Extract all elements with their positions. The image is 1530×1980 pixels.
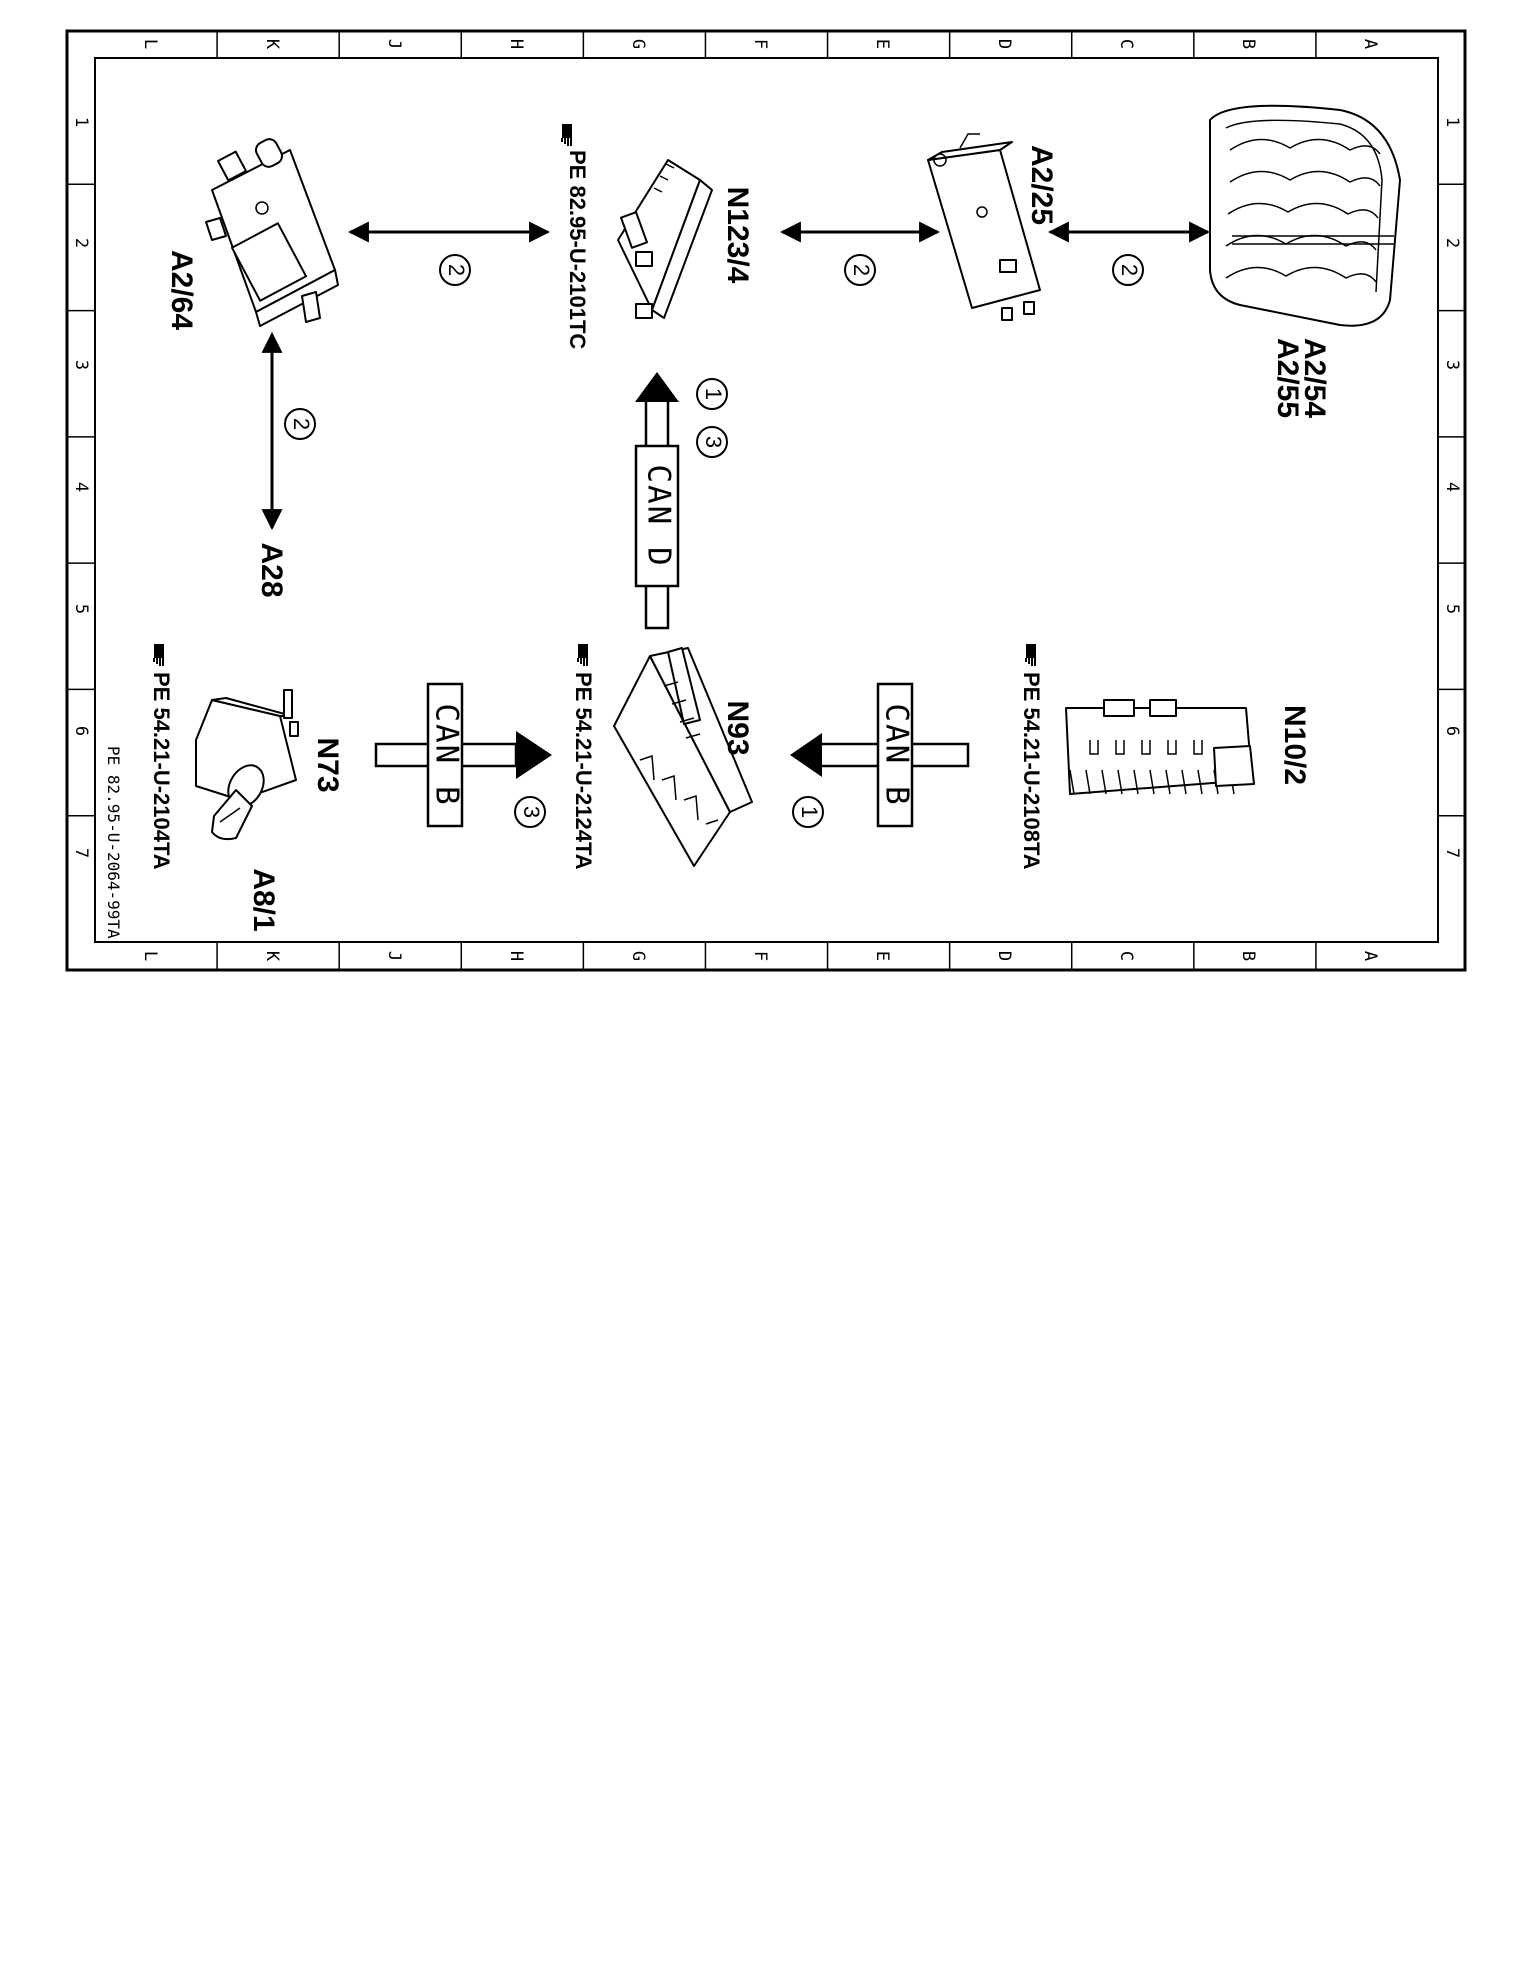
- component-n123-4: [617, 159, 713, 319]
- reference-n93: PE 54.21-U-2124TA: [571, 643, 596, 870]
- reference-n73: PE 54.21-U-2104TA: [149, 643, 174, 870]
- component-a2-25: [927, 133, 1041, 321]
- marker-2-text: 2: [1117, 264, 1142, 276]
- marker-3-text: 3: [701, 436, 726, 448]
- marker-3-a: 3: [696, 426, 728, 458]
- grid-row-label: 4: [71, 482, 91, 492]
- grid-col-label: E: [872, 951, 892, 961]
- grid-col-label: L: [140, 39, 160, 49]
- marker-2-a: 2: [439, 254, 471, 286]
- grid-col-label: C: [1116, 951, 1136, 961]
- pointing-hand-reference-icon: [1025, 643, 1037, 667]
- grid-row-label: 3: [71, 360, 91, 370]
- grid-col-label: H: [506, 39, 526, 49]
- grid-row-label: 6: [71, 726, 91, 736]
- grid-col-label: E: [872, 39, 892, 49]
- grid-row-label: 3: [1442, 360, 1462, 370]
- grid-column-labels-bottom: L K J H G F E D C B A: [140, 951, 1380, 962]
- marker-1-text: 1: [797, 806, 822, 818]
- marker-1-b: 1: [792, 796, 824, 828]
- drawing-frame: [65, 29, 1467, 972]
- can-b-label-right: CAN B: [879, 703, 915, 806]
- grid-row-label: 1: [1442, 117, 1462, 127]
- component-a2-64: [205, 138, 339, 327]
- grid-row-label: 2: [71, 238, 91, 248]
- grid-row-labels-left: 1 2 3 4 5 6 7: [71, 117, 91, 858]
- label-a2-54: A2/54: [1298, 338, 1331, 418]
- component-a2-54-55: [1209, 104, 1401, 327]
- grid-col-label: D: [994, 39, 1014, 49]
- component-n73: [195, 689, 299, 801]
- marker-2-text: 2: [289, 418, 314, 430]
- grid-col-label: G: [628, 951, 648, 961]
- label-n123-4: N123/4: [721, 187, 754, 284]
- marker-1-a: 1: [696, 378, 728, 410]
- grid-col-label: C: [1116, 39, 1136, 49]
- reference-n10-2: PE 54.21-U-2108TA: [1019, 643, 1044, 870]
- marker-2-text: 2: [444, 264, 469, 276]
- grid-col-label: B: [1238, 39, 1258, 49]
- grid-col-label: K: [262, 39, 282, 50]
- can-d-bus: [634, 372, 680, 630]
- grid-col-label: A: [1360, 39, 1380, 49]
- document-id: PE 82.95-U-2064-99TA: [104, 746, 123, 939]
- reference-n123-4: PE 82.95-U-2101TC: [561, 123, 590, 349]
- marker-2-text: 2: [849, 264, 874, 276]
- marker-3-b: 3: [514, 796, 546, 828]
- grid-col-label: F: [750, 951, 770, 961]
- component-n93: [613, 647, 753, 867]
- label-n73: N73: [311, 737, 344, 792]
- can-d-label: CAN D: [641, 464, 677, 567]
- label-a2-55: A2/55: [1271, 338, 1304, 418]
- component-a8-1: [211, 764, 265, 841]
- grid-col-label: J: [384, 39, 404, 49]
- marker-2-d: 2: [284, 408, 316, 440]
- grid-column-labels-top: L K J H G F E D C B A: [140, 39, 1380, 50]
- grid-col-label: A: [1360, 951, 1380, 961]
- pointing-hand-reference-icon: [561, 123, 573, 147]
- grid-row-label: 7: [71, 848, 91, 858]
- reference-n10-2-text: PE 54.21-U-2108TA: [1019, 672, 1044, 870]
- grid-row-label: 4: [1442, 482, 1462, 492]
- grid-row-label: 6: [1442, 726, 1462, 736]
- reference-n73-text: PE 54.21-U-2104TA: [149, 672, 174, 870]
- grid-col-label: H: [506, 951, 526, 961]
- grid-row-label: 5: [1442, 604, 1462, 614]
- label-n93: N93: [721, 700, 754, 755]
- reference-n93-text: PE 54.21-U-2124TA: [571, 672, 596, 870]
- label-n10-2: N10/2: [1278, 705, 1311, 785]
- label-a28: A28: [255, 542, 288, 597]
- grid-col-label: B: [1238, 951, 1258, 961]
- can-b-bus-n10-2: [790, 682, 970, 828]
- label-a2-25: A2/25: [1025, 145, 1058, 225]
- grid-row-label: 7: [1442, 848, 1462, 858]
- pointing-hand-reference-icon: [153, 643, 165, 667]
- pointing-hand-reference-icon: [577, 643, 589, 667]
- grid-col-label: K: [262, 951, 282, 962]
- reference-n123-4-text: PE 82.95-U-2101TC: [565, 150, 590, 349]
- marker-2-b: 2: [844, 254, 876, 286]
- grid-ticks: [67, 31, 1465, 970]
- component-n10-2: [1065, 699, 1255, 795]
- label-a2-64: A2/64: [165, 250, 198, 330]
- grid-row-label: 1: [71, 117, 91, 127]
- grid-col-label: G: [628, 39, 648, 49]
- grid-col-label: F: [750, 39, 770, 49]
- grid-col-label: L: [140, 951, 160, 961]
- can-b-label-left: CAN B: [429, 703, 465, 806]
- grid-row-label: 2: [1442, 238, 1462, 248]
- marker-3-text: 3: [519, 806, 544, 818]
- label-a8-1: A8/1: [247, 868, 280, 931]
- grid-row-labels-right: 1 2 3 4 5 6 7: [1442, 117, 1462, 858]
- grid-col-label: D: [994, 951, 1014, 961]
- marker-1-text: 1: [701, 388, 726, 400]
- marker-2-c: 2: [1112, 254, 1144, 286]
- can-b-bus-n73: [374, 682, 552, 828]
- grid-row-label: 5: [71, 604, 91, 614]
- grid-col-label: J: [384, 951, 404, 961]
